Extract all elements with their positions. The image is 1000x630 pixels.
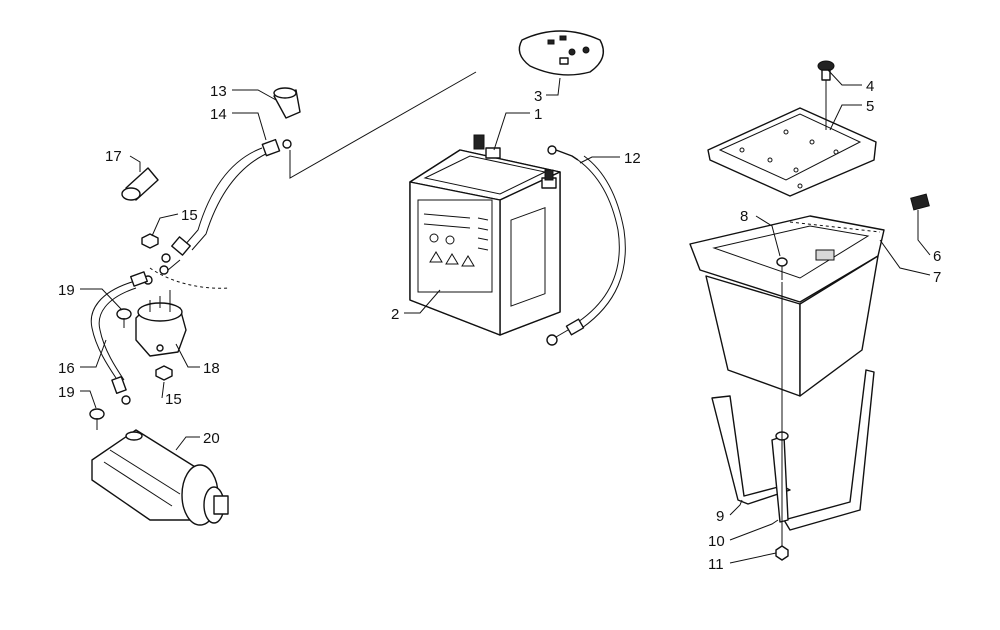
retainer-clip <box>910 193 930 211</box>
nut-15-upper <box>141 233 159 249</box>
terminal-boot-17 <box>121 167 159 201</box>
battery-label-panel <box>417 199 493 293</box>
starter-solenoid <box>135 290 187 357</box>
positive-cable <box>161 138 292 263</box>
bolt-19-lower <box>89 408 105 430</box>
callout-20: 20 <box>203 430 220 447</box>
negative-cable <box>546 145 626 346</box>
battery-terminal-neg <box>541 169 557 189</box>
hold-down-plate <box>707 107 877 197</box>
callout-2: 2 <box>391 306 399 323</box>
callout-11: 11 <box>708 556 724 573</box>
callout-19-upper: 19 <box>58 282 75 299</box>
callout-9: 9 <box>716 508 724 525</box>
callout-5: 5 <box>866 98 874 115</box>
callout-18: 18 <box>203 360 220 377</box>
leader-lines <box>80 69 931 564</box>
callout-14: 14 <box>210 106 227 123</box>
callout-7: 7 <box>933 269 941 286</box>
callout-15-lower: 15 <box>165 391 182 408</box>
battery-tray <box>689 215 885 397</box>
cable-routing-line <box>289 71 477 179</box>
callout-8: 8 <box>740 208 748 225</box>
callout-16: 16 <box>58 360 75 377</box>
nut-11 <box>775 545 789 561</box>
starter-motor <box>91 429 229 526</box>
callout-3: 3 <box>534 88 542 105</box>
callout-13: 13 <box>210 83 227 100</box>
thumb-knob <box>817 60 835 130</box>
screw-8 <box>776 257 788 280</box>
solenoid-wire-stub <box>159 259 181 275</box>
terminal-hardware-kit <box>518 30 604 76</box>
callout-labels: 1 2 3 4 5 6 7 8 9 10 11 12 13 14 15 15 1… <box>58 78 941 573</box>
bolt-19-upper <box>116 308 132 328</box>
callout-15-upper: 15 <box>181 207 198 224</box>
callout-6: 6 <box>933 248 941 265</box>
nut-15-lower <box>155 365 173 381</box>
support-strap <box>711 369 875 531</box>
battery <box>409 134 561 336</box>
callout-17: 17 <box>105 148 122 165</box>
callout-10: 10 <box>708 533 725 550</box>
callout-12: 12 <box>624 150 641 167</box>
callout-19-lower: 19 <box>58 384 75 401</box>
battery-terminal-pos <box>473 134 501 159</box>
ground-wire-dashed <box>149 267 231 289</box>
callout-1: 1 <box>534 106 542 123</box>
starter-cable <box>90 271 153 405</box>
terminal-boot-13 <box>273 87 301 119</box>
callout-4: 4 <box>866 78 874 95</box>
